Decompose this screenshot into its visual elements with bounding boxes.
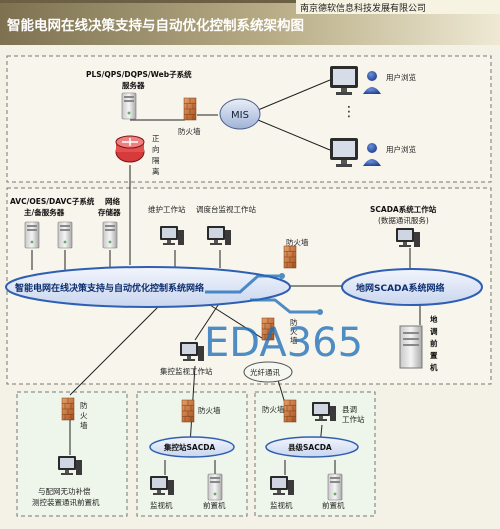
avc-server-backup-icon — [57, 221, 73, 249]
right-network-label: 县级SACDA — [288, 442, 332, 452]
left-caption-1: 与配网无功补偿 — [38, 486, 91, 496]
svg-text:用户浏览: 用户浏览 — [386, 144, 416, 154]
watermark: EDA365 — [204, 273, 363, 366]
main-network-label: 智能电网在线决策支持与自动优化控制系统网络 — [15, 282, 204, 294]
svg-text:隔: 隔 — [152, 156, 160, 165]
storage-icon — [102, 221, 118, 249]
mid-front-label: 前置机 — [203, 500, 226, 510]
firewall-icon-mid — [181, 399, 195, 423]
left-caption-2: 测控装置通讯前置机 — [32, 497, 100, 507]
svg-text:墙: 墙 — [80, 420, 88, 430]
watermark-text: EDA365 — [204, 320, 363, 366]
scada-ws-label-2: (数据通讯服务) — [378, 215, 429, 225]
storage-label-2: 存储器 — [97, 207, 121, 217]
avc-label-2: 主/备服务器 — [24, 207, 65, 217]
svg-text:前: 前 — [430, 338, 438, 348]
firewall-icon-top — [183, 97, 197, 121]
ellipsis-dots: ⋮ — [342, 104, 356, 120]
right-front-icon — [327, 473, 343, 501]
svg-text:正: 正 — [152, 134, 160, 143]
fiber-label: 光纤通讯 — [250, 367, 280, 377]
mis-label: MIS — [231, 110, 249, 121]
user-browse-top: 用户浏览 — [330, 66, 416, 95]
header-bar: 南京德软信息科技发展有限公司 智能电网在线决策支持与自动优化控制系统架构图 — [0, 0, 500, 45]
isolation-router-icon — [115, 135, 145, 163]
avc-server-main-icon — [24, 221, 40, 249]
svg-text:置: 置 — [430, 350, 438, 360]
svg-text:火: 火 — [290, 327, 298, 336]
main-network: 智能电网在线决策支持与自动优化控制系统网络 — [5, 266, 291, 308]
right-ws-label-2: 工作站 — [342, 414, 365, 424]
firewall-label-center: 防火墙 — [286, 237, 309, 247]
firewall-icon-center — [283, 245, 297, 269]
right-network: 县级SACDA — [265, 436, 359, 458]
maintenance-ws-label: 维护工作站 — [148, 204, 186, 214]
fiber-cloud: 光纤通讯 — [243, 361, 293, 383]
svg-text:墙: 墙 — [290, 335, 298, 345]
firewall-small-label: 防 火 墙 — [290, 317, 298, 345]
svg-text:离: 离 — [152, 166, 160, 176]
svg-text:火: 火 — [80, 411, 88, 420]
company-name: 南京德软信息科技发展有限公司 — [300, 2, 426, 14]
web-server-label-2: 服务器 — [122, 80, 145, 90]
right-ws-label-1: 县调 — [342, 405, 357, 414]
plate-front-end-icon — [399, 325, 423, 369]
dispatch-ws-label: 调度台监视工作站 — [196, 204, 256, 214]
mid-firewall-label: 防火墙 — [198, 405, 221, 415]
scada-network-label: 地网SCADA系统网络 — [356, 282, 445, 294]
web-server-icon — [121, 92, 137, 120]
right-firewall-label: 防火墙 — [262, 404, 285, 414]
svg-text:用户浏览: 用户浏览 — [386, 72, 416, 82]
mid-network: 集控站SACDA — [149, 436, 235, 458]
svg-text:向: 向 — [152, 144, 160, 154]
firewall-icon-left — [61, 397, 75, 421]
svg-text:机: 机 — [430, 362, 438, 372]
web-server-label-1: PLS/QPS/DQPS/Web子系统 — [86, 69, 192, 79]
svg-text:防: 防 — [290, 317, 298, 327]
firewall-icon-right — [283, 399, 297, 423]
collect-ws-label: 集控监视工作站 — [160, 366, 213, 376]
svg-text:调: 调 — [430, 327, 438, 336]
svg-text:防: 防 — [80, 400, 88, 410]
avc-label-1: AVC/OES/DAVC子系统 — [10, 196, 95, 206]
mid-monitor-label: 监视机 — [150, 500, 173, 510]
right-monitor-label: 监视机 — [270, 500, 293, 510]
left-firewall-label: 防 火 墙 — [80, 400, 88, 430]
isolation-label: 正 向 隔 离 — [152, 134, 160, 176]
storage-label-1: 网络 — [105, 196, 120, 206]
page-title: 智能电网在线决策支持与自动优化控制系统架构图 — [7, 17, 304, 34]
user-browse-bottom: 用户浏览 — [330, 138, 416, 167]
mis-server: MIS — [219, 98, 261, 130]
firewall-label-top: 防火墙 — [178, 126, 201, 136]
scada-network: 地网SCADA系统网络 — [341, 268, 483, 306]
svg-text:地: 地 — [430, 314, 438, 324]
mid-front-icon — [207, 473, 223, 501]
right-front-label: 前置机 — [322, 500, 345, 510]
scada-ws-label-1: SCADA系统工作站 — [370, 204, 437, 214]
mid-network-label: 集控站SACDA — [163, 442, 215, 452]
plate-front-end-label: 地 调 前 置 机 — [430, 314, 438, 372]
